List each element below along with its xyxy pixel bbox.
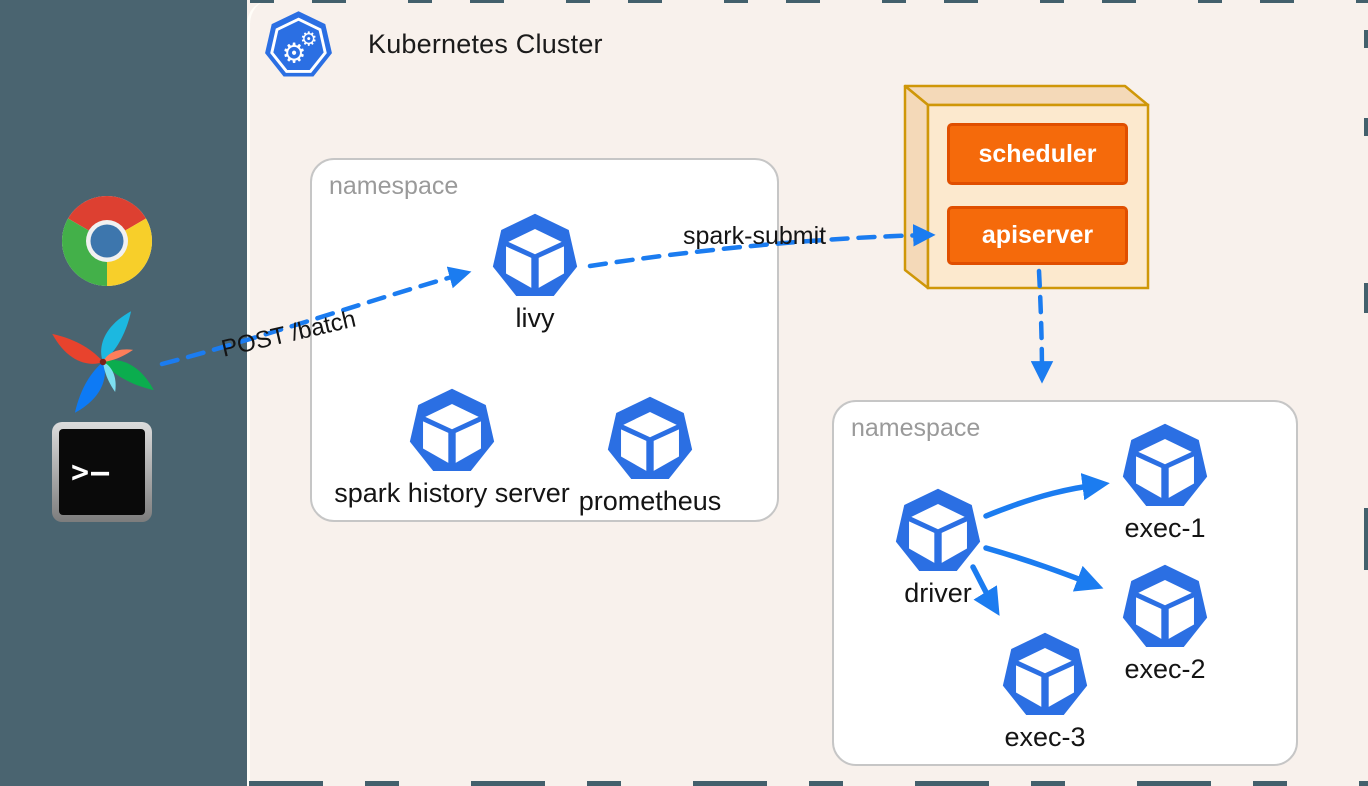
page-left-margin: >– bbox=[0, 0, 247, 786]
scheduler-label: scheduler bbox=[978, 139, 1097, 168]
pod-driver: driver bbox=[863, 486, 1013, 609]
pod-livy: livy bbox=[460, 211, 610, 334]
apiserver-label: apiserver bbox=[981, 221, 1094, 249]
namespace-label: namespace bbox=[851, 414, 981, 442]
chrome-icon bbox=[62, 196, 152, 286]
terminal-screen: >– bbox=[59, 429, 145, 515]
pod-spark-history-server: spark history server bbox=[334, 386, 570, 509]
namespace-label: namespace bbox=[329, 172, 459, 200]
terminal-icon: >– bbox=[52, 422, 152, 522]
cropped-text-artifact-bottom bbox=[249, 781, 1368, 786]
pod-label: exec-1 bbox=[1124, 513, 1206, 543]
pod-icon bbox=[1119, 562, 1211, 654]
pod-icon bbox=[489, 211, 581, 303]
kubernetes-logo-icon: ⚙ ⚙ bbox=[265, 11, 332, 77]
pod-label: prometheus bbox=[578, 486, 722, 516]
pod-exec-1: exec-1 bbox=[1090, 421, 1240, 544]
pod-label: exec-3 bbox=[1004, 722, 1086, 752]
cropped-artifact-right bbox=[1364, 283, 1368, 313]
cropped-artifact-right bbox=[1364, 118, 1368, 136]
cropped-text-artifact-top bbox=[250, 0, 1368, 3]
pod-icon bbox=[604, 394, 696, 486]
gear-icon: ⚙ bbox=[282, 37, 307, 68]
pod-icon bbox=[999, 630, 1091, 722]
cropped-artifact-right bbox=[1364, 30, 1368, 48]
cluster-title: Kubernetes Cluster bbox=[368, 29, 603, 59]
pod-exec-2: exec-2 bbox=[1090, 562, 1240, 685]
pod-prometheus: prometheus bbox=[575, 394, 725, 517]
pod-icon bbox=[406, 386, 498, 478]
spark-submit-label: spark-submit bbox=[683, 222, 827, 250]
apiserver-box: apiserver bbox=[947, 206, 1128, 265]
pod-label: spark history server bbox=[334, 478, 570, 508]
pod-label: driver bbox=[904, 578, 972, 608]
pod-label: exec-2 bbox=[1124, 654, 1206, 684]
scheduler-box: scheduler bbox=[947, 123, 1128, 185]
cropped-artifact-right bbox=[1364, 508, 1368, 570]
pod-icon bbox=[892, 486, 984, 578]
pod-exec-3: exec-3 bbox=[970, 630, 1120, 753]
gear-icon: ⚙ bbox=[300, 29, 318, 51]
airflow-icon bbox=[52, 311, 154, 413]
terminal-prompt: >– bbox=[71, 454, 112, 490]
pod-label: livy bbox=[515, 303, 555, 333]
pod-icon bbox=[1119, 421, 1211, 513]
